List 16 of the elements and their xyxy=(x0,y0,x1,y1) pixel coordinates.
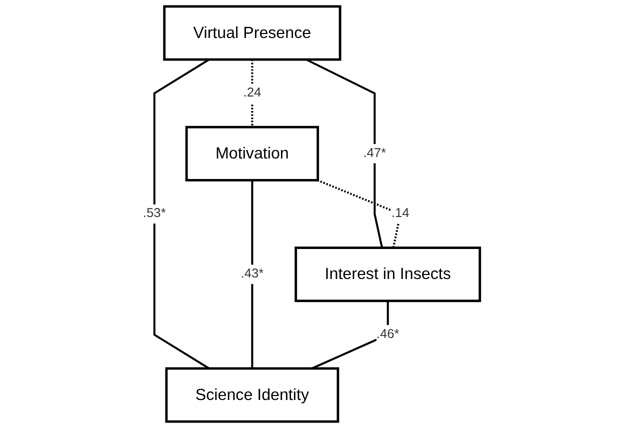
connector xyxy=(312,300,389,370)
node-box: Interest in Insects xyxy=(294,246,482,302)
connector xyxy=(251,180,254,368)
node-box: Science Identity xyxy=(165,367,340,423)
connector xyxy=(317,179,402,248)
edge-label: .43* xyxy=(240,267,264,281)
edge-label: .53* xyxy=(143,206,166,220)
edge-label: .24 xyxy=(243,86,262,100)
connector xyxy=(306,58,384,248)
edge-label: .14 xyxy=(392,206,410,220)
edge-label: .46* xyxy=(376,327,400,342)
node-box: Motivation xyxy=(185,126,320,182)
connector xyxy=(153,58,210,370)
node-box: Virtual Presence xyxy=(163,5,342,61)
edge-label: .47* xyxy=(363,146,386,160)
connector xyxy=(251,60,254,128)
